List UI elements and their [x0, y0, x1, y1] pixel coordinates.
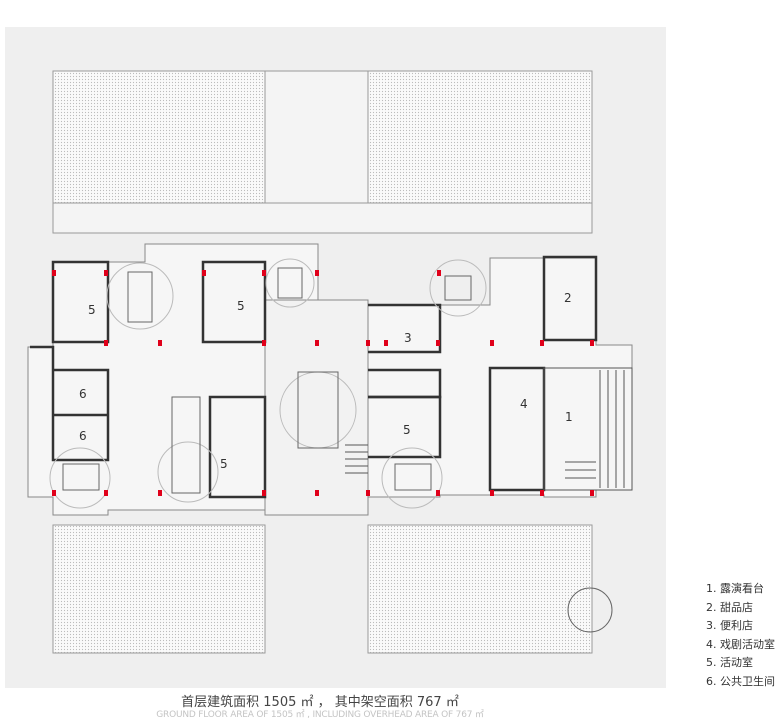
room-label-3: 3 [404, 331, 412, 345]
strip-top [52, 202, 593, 234]
room-label-1: 1 [565, 410, 573, 424]
room-label-5d: 5 [220, 457, 228, 471]
roof-bottom-right [367, 524, 593, 654]
stair-and-seating [345, 367, 633, 491]
roof-bottom-left [52, 524, 266, 654]
roof-top-right [367, 70, 593, 204]
caption-zh: 首层建筑面积 1505 ㎡ ， 其中架空面积 767 ㎡ [181, 695, 459, 710]
legend-item: 1. 露演看台 [706, 582, 764, 595]
room-label-6b: 6 [79, 429, 87, 443]
legend: 1. 露演看台 2. 甜品店 3. 便利店 4. 戏剧活动室 5. 活动室 6.… [706, 580, 775, 692]
legend-item: 2. 甜品店 [706, 600, 753, 614]
roofs [52, 70, 593, 654]
roof-top-left [52, 70, 266, 204]
columns [52, 270, 594, 496]
legend-item: 5. 活动室 [706, 656, 753, 670]
legend-item: 3. 便利店 [706, 619, 753, 633]
room-label-5c: 5 [403, 423, 411, 437]
room-label-2: 2 [564, 291, 572, 305]
room-label-4: 4 [520, 397, 528, 411]
building-footprint [27, 243, 633, 516]
skylights [49, 258, 613, 633]
legend-item: 6. 公共卫生间 [706, 674, 775, 688]
legend-item: 4. 戏剧活动室 [706, 637, 775, 651]
room-label-5a: 5 [88, 303, 96, 317]
room-label-6a: 6 [79, 387, 87, 401]
caption-en: GROUND FLOOR AREA OF 1505 ㎡ , INCLUDING … [156, 710, 484, 720]
room-label-5b: 5 [237, 299, 245, 313]
